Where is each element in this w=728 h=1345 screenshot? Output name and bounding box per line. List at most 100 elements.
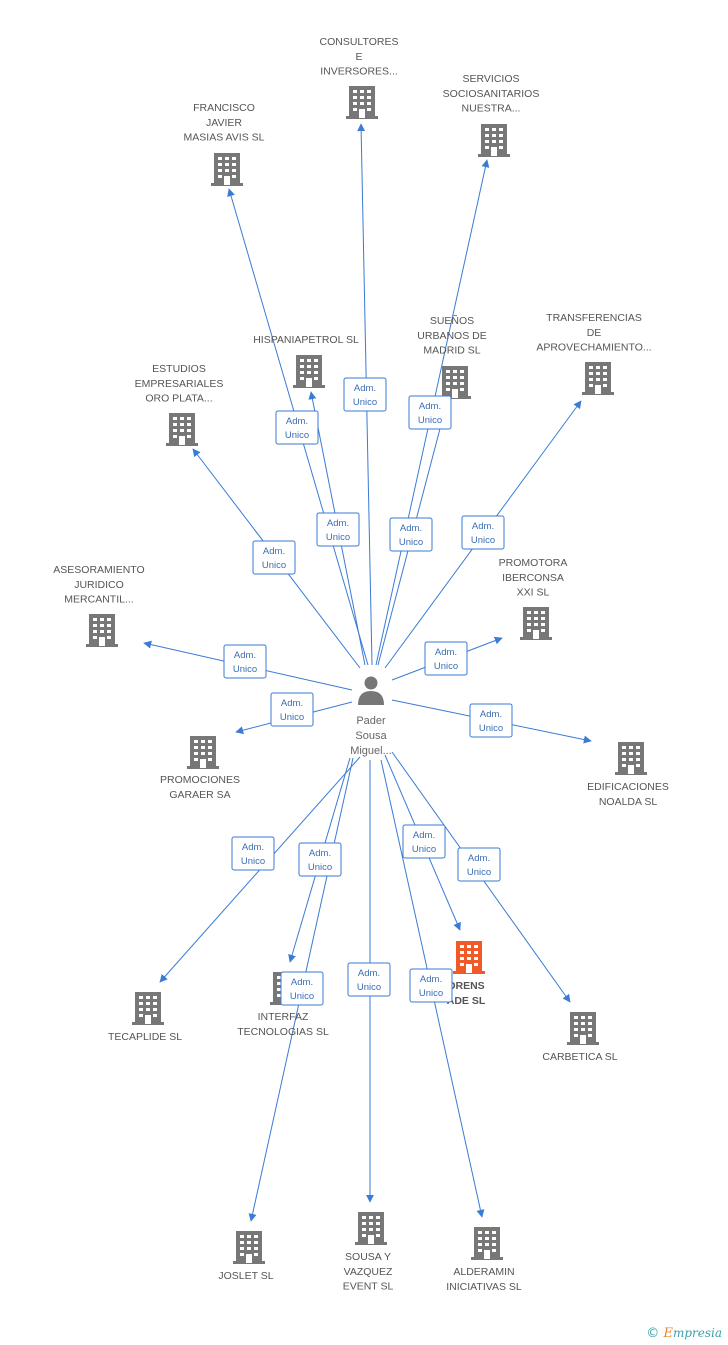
relation-label-promotora[interactable]: Adm. Unico: [424, 641, 468, 676]
company-label-line: CONSULTORES: [320, 36, 399, 48]
person-label-line: Sousa: [355, 730, 387, 742]
company-label-line: DE: [587, 327, 602, 339]
edges-layer: [143, 123, 592, 1222]
relation-text-line: Unico: [308, 862, 332, 873]
company-label-line: GARAER SA: [169, 789, 230, 801]
company-label-line: TECNOLOGIAS SL: [237, 1026, 329, 1038]
company-node-carbetica[interactable]: CARBETICA SL: [542, 1012, 618, 1063]
relation-label-llorens[interactable]: Adm.Unico: [402, 824, 446, 859]
relation-label-tecaplide[interactable]: Adm.Unico: [231, 836, 275, 871]
company-label-line: ADE SL: [447, 995, 486, 1007]
company-node-tecaplide[interactable]: TECAPLIDE SL: [108, 992, 182, 1043]
brand-logo-text: mpresia: [672, 1326, 722, 1340]
relation-text-line: Adm.: [480, 709, 502, 720]
relation-text-line: Unico: [419, 988, 443, 999]
company-label-line: TECAPLIDE SL: [108, 1031, 182, 1043]
building-icon: [520, 607, 552, 640]
relation-label-sousa[interactable]: Adm.Unico: [347, 962, 391, 997]
company-label-line: MASIAS AVIS SL: [184, 132, 265, 144]
company-label-line: ASESORAMIENTO: [53, 564, 144, 576]
relation-text-line: Adm.: [468, 853, 490, 864]
company-node-servicios[interactable]: SERVICIOSSOCIOSANITARIOSNUESTRA...: [443, 73, 540, 157]
company-label-line: E: [355, 51, 362, 63]
building-icon: [86, 614, 118, 647]
person-icon: [358, 676, 384, 705]
relation-text-line: Adm.: [419, 401, 441, 412]
building-icon: [166, 413, 198, 446]
relation-label-promociones[interactable]: Adm.Unico: [270, 692, 314, 727]
company-label-line: SUEÑOS: [430, 314, 474, 327]
building-icon: [132, 992, 164, 1025]
relation-text-line: Adm.: [400, 523, 422, 534]
relation-text-line: Unico: [479, 723, 503, 734]
relation-label-transferencias[interactable]: Adm.Unico: [461, 515, 505, 550]
relation-text-line: Unico: [434, 661, 458, 672]
company-node-consultores[interactable]: CONSULTORESEINVERSORES...: [320, 36, 399, 119]
company-label-line: EMPRESARIALES: [135, 378, 224, 390]
relation-label-interfaz[interactable]: Adm. Unico: [298, 842, 342, 877]
relation-text-line: Unico: [399, 537, 423, 548]
relation-text-line: Adm.: [263, 546, 285, 557]
company-node-suenos[interactable]: SUEÑOS URBANOS DE MADRID SL: [417, 314, 487, 399]
company-label-line: ORO PLATA...: [145, 393, 212, 405]
relation-text-line: Unico: [280, 712, 304, 723]
building-icon: [355, 1212, 387, 1245]
building-icon: [478, 124, 510, 157]
company-label-line: APROVECHAMIENTO...: [536, 342, 651, 354]
company-label-line: MERCANTIL...: [64, 594, 133, 606]
relation-text-line: Unico: [241, 856, 265, 867]
copyright-icon: ©: [646, 1326, 660, 1341]
company-label-line: TRANSFERENCIAS: [546, 312, 642, 324]
relation-label-carbetica[interactable]: Adm.Unico: [457, 847, 501, 882]
company-node-estudios[interactable]: ESTUDIOS EMPRESARIALES ORO PLATA...: [135, 363, 224, 446]
building-icon: [471, 1227, 503, 1260]
company-node-hispaniapetrol[interactable]: HISPANIAPETROL SL: [253, 334, 359, 388]
relation-text-line: Unico: [412, 844, 436, 855]
relation-text-line: Adm.: [291, 977, 313, 988]
relation-label-edificaciones[interactable]: Adm. Unico: [469, 703, 513, 738]
relation-label-servicios[interactable]: Adm.Unico: [408, 395, 452, 430]
relation-label-estudios[interactable]: Adm.Unico: [252, 540, 296, 575]
company-label-line: SOCIOSANITARIOS: [443, 88, 540, 100]
relation-label-asesoramiento[interactable]: Adm.Unico: [223, 644, 267, 679]
relation-text-line: Adm.: [354, 383, 376, 394]
person-label-line: Miguel...: [350, 745, 392, 757]
company-node-joslet[interactable]: JOSLET SL: [218, 1231, 274, 1282]
company-label-line: ESTUDIOS: [152, 363, 206, 375]
relation-label-suenos[interactable]: Adm. Unico: [389, 517, 433, 552]
relation-label-francisco[interactable]: Adm.Unico: [275, 410, 319, 445]
relation-text-line: Adm.: [435, 647, 457, 658]
company-label-line: VAZQUEZ: [344, 1266, 393, 1278]
relation-text-line: Adm.: [420, 974, 442, 985]
relation-label-joslet[interactable]: Adm.Unico: [280, 971, 324, 1006]
company-node-transferencias[interactable]: TRANSFERENCIAS DE APROVECHAMIENTO...: [536, 312, 652, 395]
relation-text-line: Adm.: [286, 416, 308, 427]
company-label-line: JAVIER: [206, 117, 242, 129]
relation-text-line: Adm.: [309, 848, 331, 859]
relation-text-line: Adm.: [234, 650, 256, 661]
company-label-line: SOUSA Y: [345, 1251, 391, 1263]
relation-label-consultores[interactable]: Adm.Unico: [343, 377, 387, 412]
company-label-line: INICIATIVAS SL: [446, 1281, 522, 1293]
copyright-footer: © Empresia: [646, 1326, 722, 1341]
company-label-line: URBANOS DE: [417, 330, 486, 342]
relation-label-hispaniapetrol[interactable]: Adm.Unico: [316, 512, 360, 547]
company-label-line: EDIFICACIONES: [587, 781, 669, 793]
company-label-line: MADRID SL: [423, 345, 480, 357]
company-node-asesoramiento[interactable]: ASESORAMIENTOJURIDICOMERCANTIL...: [53, 564, 145, 647]
building-icon: [615, 742, 647, 775]
company-label-line: SERVICIOS: [463, 73, 520, 85]
company-label-line: JOSLET SL: [218, 1270, 273, 1282]
building-icon: [567, 1012, 599, 1045]
person-center[interactable]: PaderSousaMiguel...: [350, 676, 392, 758]
relation-label-alderamin[interactable]: Adm. Unico: [409, 968, 453, 1003]
